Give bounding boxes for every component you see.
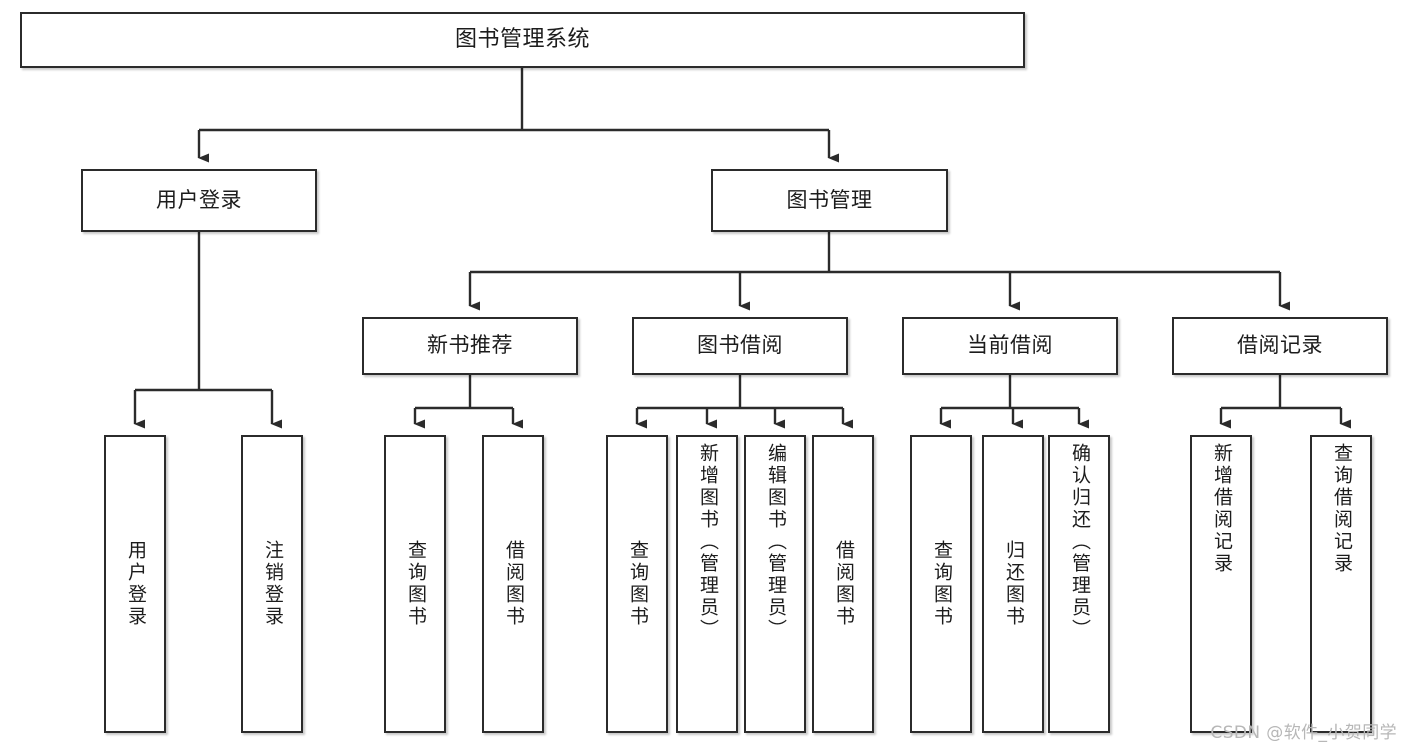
node-book-borrow[interactable]: 图书借阅 xyxy=(632,317,848,375)
node-label-leaf-query-book-3: 查询图书 xyxy=(930,540,953,628)
node-leaf-user-login[interactable]: 用户登录 xyxy=(104,435,166,733)
node-leaf-add-record[interactable]: 新增借阅记录 xyxy=(1190,435,1252,733)
node-label-new-book-rec: 新书推荐 xyxy=(427,333,513,358)
node-leaf-query-book-1[interactable]: 查询图书 xyxy=(384,435,446,733)
node-label-leaf-query-book-1: 查询图书 xyxy=(404,540,427,628)
node-label-leaf-add-book: 新增图书（管理员） xyxy=(696,443,719,641)
node-label-leaf-user-login: 用户登录 xyxy=(124,540,147,628)
node-leaf-query-book-3[interactable]: 查询图书 xyxy=(910,435,972,733)
node-label-leaf-confirm-return: 确认归还（管理员） xyxy=(1068,443,1091,641)
node-borrow-record[interactable]: 借阅记录 xyxy=(1172,317,1388,375)
node-label-book-manage: 图书管理 xyxy=(786,187,873,212)
node-label-leaf-add-record: 新增借阅记录 xyxy=(1210,443,1233,575)
node-label-user-login: 用户登录 xyxy=(156,187,242,212)
node-label-leaf-query-record: 查询借阅记录 xyxy=(1330,443,1353,575)
node-leaf-confirm-return[interactable]: 确认归还（管理员） xyxy=(1048,435,1110,733)
node-leaf-query-record[interactable]: 查询借阅记录 xyxy=(1310,435,1372,733)
node-label-leaf-return-book: 归还图书 xyxy=(1002,540,1025,628)
node-label-leaf-edit-book: 编辑图书（管理员） xyxy=(764,443,787,641)
node-leaf-return-book[interactable]: 归还图书 xyxy=(982,435,1044,733)
node-leaf-add-book[interactable]: 新增图书（管理员） xyxy=(676,435,738,733)
node-label-book-borrow: 图书借阅 xyxy=(697,333,783,358)
node-user-login[interactable]: 用户登录 xyxy=(81,169,317,232)
node-root[interactable]: 图书管理系统 xyxy=(20,12,1025,68)
node-leaf-borrow-book-1[interactable]: 借阅图书 xyxy=(482,435,544,733)
node-label-root: 图书管理系统 xyxy=(454,26,590,52)
node-leaf-edit-book[interactable]: 编辑图书（管理员） xyxy=(744,435,806,733)
node-current-borrow[interactable]: 当前借阅 xyxy=(902,317,1118,375)
node-label-leaf-query-book-2: 查询图书 xyxy=(626,540,649,628)
node-new-book-rec[interactable]: 新书推荐 xyxy=(362,317,578,375)
watermark-text: CSDN @软件_小贺同学 xyxy=(1210,723,1397,743)
node-book-manage[interactable]: 图书管理 xyxy=(711,169,948,232)
node-leaf-user-logout[interactable]: 注销登录 xyxy=(241,435,303,733)
node-label-leaf-borrow-book-1: 借阅图书 xyxy=(502,540,525,628)
node-leaf-query-book-2[interactable]: 查询图书 xyxy=(606,435,668,733)
node-label-borrow-record: 借阅记录 xyxy=(1237,333,1323,358)
node-label-current-borrow: 当前借阅 xyxy=(967,333,1053,358)
node-leaf-borrow-book-2[interactable]: 借阅图书 xyxy=(812,435,874,733)
node-label-leaf-borrow-book-2: 借阅图书 xyxy=(832,540,855,628)
node-label-leaf-user-logout: 注销登录 xyxy=(261,540,284,628)
